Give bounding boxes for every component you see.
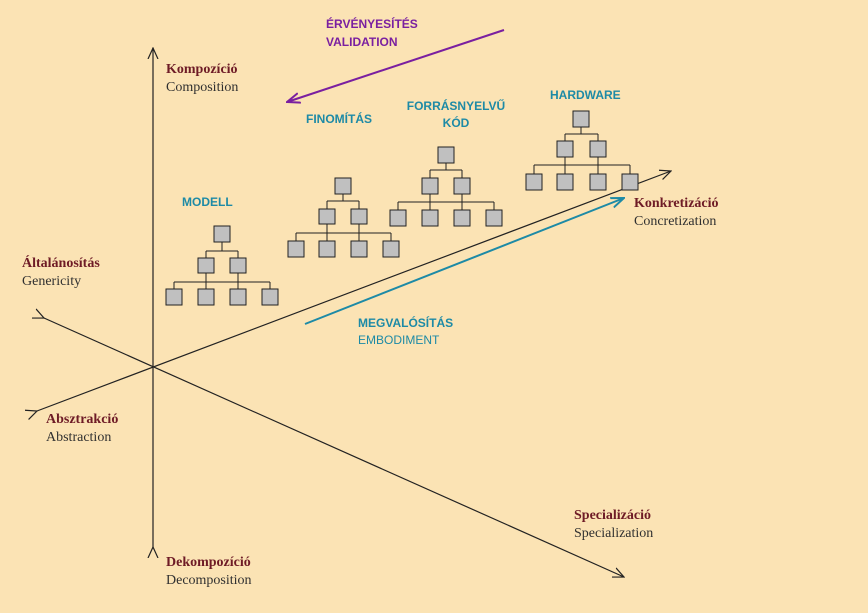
stage-label-modell: MODELL [182,195,233,209]
axis-label-concretization: Konkretizáció Concretization [634,195,719,231]
tree-node [556,140,574,158]
tree-modell [165,225,279,306]
axis-label-en: Concretization [634,214,717,229]
axis-label-hu: Dekompozíció [166,555,251,570]
axis-label-hu: Kompozíció [166,62,238,77]
tree-node [229,257,247,274]
stage-label-finomitas: FINOMÍTÁS [306,112,372,126]
tree-node [421,209,439,227]
tree-node [318,240,336,258]
tree-hardware [525,110,639,191]
tree-node [556,173,574,191]
embodiment-label-hu: MEGVALÓSÍTÁS [358,316,454,330]
embodiment-label: MEGVALÓSÍTÁS EMBODIMENT [358,315,453,349]
axis-label-abstraction: Absztrakció Abstraction [46,411,118,447]
tree-node [389,209,407,227]
axis-label-decomposition: Dekompozíció Decomposition [166,554,252,590]
validation-label-en: VALIDATION [326,35,398,49]
tree-node [589,173,607,191]
stage-label-hardware: HARDWARE [550,88,621,102]
tree-forraskod [389,146,503,227]
validation-label: ÉRVÉNYESÍTÉS VALIDATION [326,15,418,51]
axis-label-specialization: Specializáció Specialization [574,507,653,543]
stage-label-forraskod: FORRÁSNYELVŰ KÓD [406,98,506,132]
axis-label-hu: Absztrakció [46,412,119,427]
tree-node [318,208,336,225]
embodiment-label-en: EMBODIMENT [358,333,440,347]
axis-label-hu: Specializáció [574,508,651,523]
tree-node [589,140,607,158]
tree-node [213,225,231,243]
stage-label-forraskod-line1: FORRÁSNYELVŰ [406,99,506,113]
tree-node [197,257,215,274]
tree-node [621,173,639,191]
tree-node [453,177,471,195]
stage-label-forraskod-line2: KÓD [442,116,470,130]
axis-label-hu: Általánosítás [22,256,100,271]
axis-label-en: Genericity [22,274,82,289]
axis-label-en: Specialization [574,526,654,541]
axis-label-en: Decomposition [166,573,252,588]
axis-label-en: Abstraction [46,430,112,445]
tree-node [437,146,455,164]
tree-node [572,110,590,128]
tree-node [261,288,279,306]
axis-genericity-specialization [44,318,624,577]
validation-arrow [287,29,505,102]
tree-finomitas [287,177,400,258]
axis-label-hu: Konkretizáció [634,196,719,211]
axis-label-en: Composition [166,80,239,95]
axis-label-composition: Kompozíció Composition [166,61,238,97]
tree-node [350,240,368,258]
tree-node [525,173,543,191]
tree-node [453,209,471,227]
tree-node [382,240,400,258]
axis-abstraction-concretization [37,171,671,411]
embodiment-arrow [304,198,624,325]
tree-node [229,288,247,306]
tree-node [421,177,439,195]
tree-node [287,240,305,258]
tree-node [197,288,215,306]
tree-node [334,177,352,195]
tree-node [350,208,368,225]
tree-node [485,209,503,227]
axis-label-genericity: Általánosítás Genericity [22,255,100,291]
validation-label-hu: ÉRVÉNYESÍTÉS [326,17,418,31]
tree-node [165,288,183,306]
